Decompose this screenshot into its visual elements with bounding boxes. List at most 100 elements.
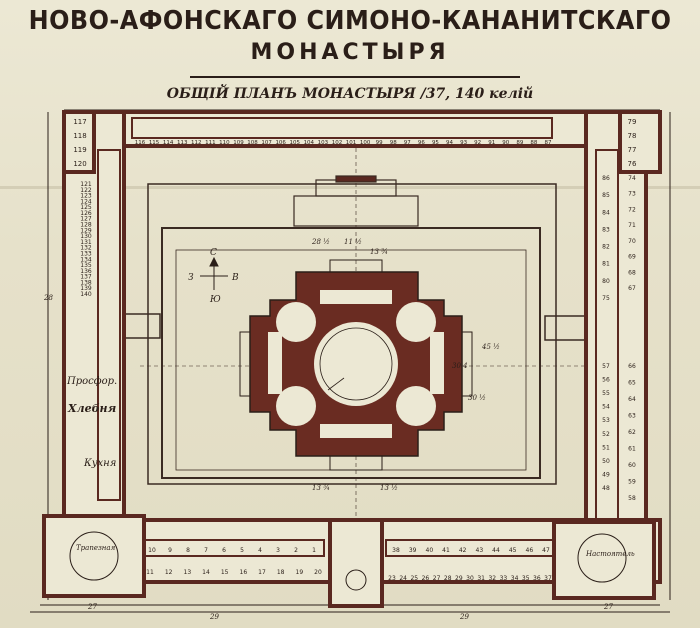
cell-number: 101: [346, 140, 357, 146]
cell-number: 93: [460, 140, 467, 146]
cell-number: 40: [426, 547, 434, 554]
church: [239, 259, 473, 471]
cell-number: 29: [455, 575, 463, 582]
cell-number: 131: [80, 239, 92, 246]
cell-number: 65: [628, 380, 636, 387]
cell-number: 82: [602, 244, 610, 251]
cell-number: 99: [376, 140, 383, 146]
cell-number: 39: [409, 547, 417, 554]
cell-number: 104: [304, 140, 315, 146]
cell-number: 116: [135, 140, 146, 146]
cell-number: 49: [602, 471, 610, 478]
cell-number: 68: [628, 269, 636, 276]
cell-number: 123: [80, 193, 92, 200]
cell-number: 129: [80, 227, 92, 234]
cell-number: 107: [261, 140, 272, 146]
cell-number: 88: [530, 140, 537, 146]
cell-number: 128: [80, 222, 92, 229]
room-label-abbot: Настоятель: [585, 550, 635, 558]
room-label-kitchen: Кухня: [83, 458, 116, 469]
cell-number: 105: [290, 140, 301, 146]
cell-number: 115: [149, 140, 160, 146]
cell-number: 74: [628, 175, 636, 182]
cell-number: 94: [446, 140, 453, 146]
cell-number: 98: [390, 140, 397, 146]
cell-number: 110: [219, 140, 230, 146]
cell-number: 91: [488, 140, 495, 146]
cell-number: 126: [80, 210, 92, 217]
cell-number: 102: [332, 140, 343, 146]
cell-number: 1: [312, 547, 316, 554]
cell-number: 72: [628, 206, 636, 213]
cell-number: 19: [296, 569, 304, 576]
cell-number: 75: [602, 295, 610, 302]
cell-number: 23: [388, 575, 396, 582]
cell-wings: [42, 110, 662, 608]
cell-number: 43: [476, 547, 484, 554]
south-gate: [328, 518, 384, 608]
cell-number: 85: [602, 192, 610, 199]
cell-number: 81: [602, 261, 610, 268]
cell-number: 34: [511, 575, 519, 582]
cell-number: 92: [474, 140, 481, 146]
dimension-label-13: 28: [43, 294, 53, 302]
cell-number: 2: [294, 547, 298, 554]
cell-number: 32: [488, 575, 496, 582]
cell-number: 62: [628, 429, 636, 436]
cell-number: 122: [80, 187, 92, 194]
hall-circle: [345, 569, 367, 591]
dimension-label-1: 28 ½: [311, 238, 330, 246]
cell-number: 121: [80, 181, 92, 188]
cell-number: 55: [602, 390, 610, 397]
cell-number: 71: [628, 222, 636, 229]
cell-number: 61: [628, 446, 636, 453]
room-label-refectory: Трапезная: [76, 544, 116, 552]
dimension-label-7: 13 ¾: [312, 484, 330, 492]
cell-number: 36: [533, 575, 541, 582]
cell-number: 31: [477, 575, 485, 582]
cell-number: 86: [602, 175, 610, 182]
cell-number: 139: [80, 285, 92, 292]
refectory-hall: [42, 514, 146, 598]
cell-number: 127: [80, 216, 92, 223]
cell-number: 69: [628, 254, 636, 261]
cell-number: 30: [466, 575, 474, 582]
cell-number: 56: [602, 377, 610, 384]
cell-number: 16: [240, 569, 248, 576]
compass-east: В: [231, 273, 239, 283]
cell-number: 90: [502, 140, 509, 146]
cell-number: 33: [500, 575, 508, 582]
cell-number: 52: [602, 431, 610, 438]
cell-number: 114: [163, 140, 174, 146]
cell-number: 51: [602, 444, 610, 451]
cell-number: 66: [628, 363, 636, 370]
cell-number: 50: [602, 458, 610, 465]
cell-number: 15: [221, 569, 229, 576]
title-line-1: НОВО-АФОНСКАГО СИМОНО-КАНАНИТСКАГО: [28, 6, 672, 36]
cell-number: 59: [628, 479, 636, 486]
cell-number: 12: [165, 569, 173, 576]
cell-number: 119: [73, 146, 86, 154]
cell-number: 42: [459, 547, 467, 554]
cell-number: 17: [258, 569, 266, 576]
cell-number: 7: [204, 547, 208, 554]
cell-number: 106: [275, 140, 286, 146]
cell-number: 137: [80, 274, 92, 281]
cell-number: 67: [628, 285, 636, 292]
cell-number: 9: [168, 547, 172, 554]
cell-number: 135: [80, 262, 92, 269]
cell-number: 14: [202, 569, 210, 576]
cell-number: 78: [628, 132, 637, 140]
gatehouse: [293, 175, 419, 227]
cell-number: 6: [222, 547, 226, 554]
cell-number: 53: [602, 417, 610, 424]
cell-number: 54: [602, 404, 610, 411]
cell-number: 111: [205, 140, 216, 146]
cell-number: 132: [80, 245, 92, 252]
dimension-label-9: 27: [87, 603, 97, 611]
cell-number: 48: [602, 485, 610, 492]
nw-tower: [62, 110, 96, 174]
cell-number: 63: [628, 413, 636, 420]
